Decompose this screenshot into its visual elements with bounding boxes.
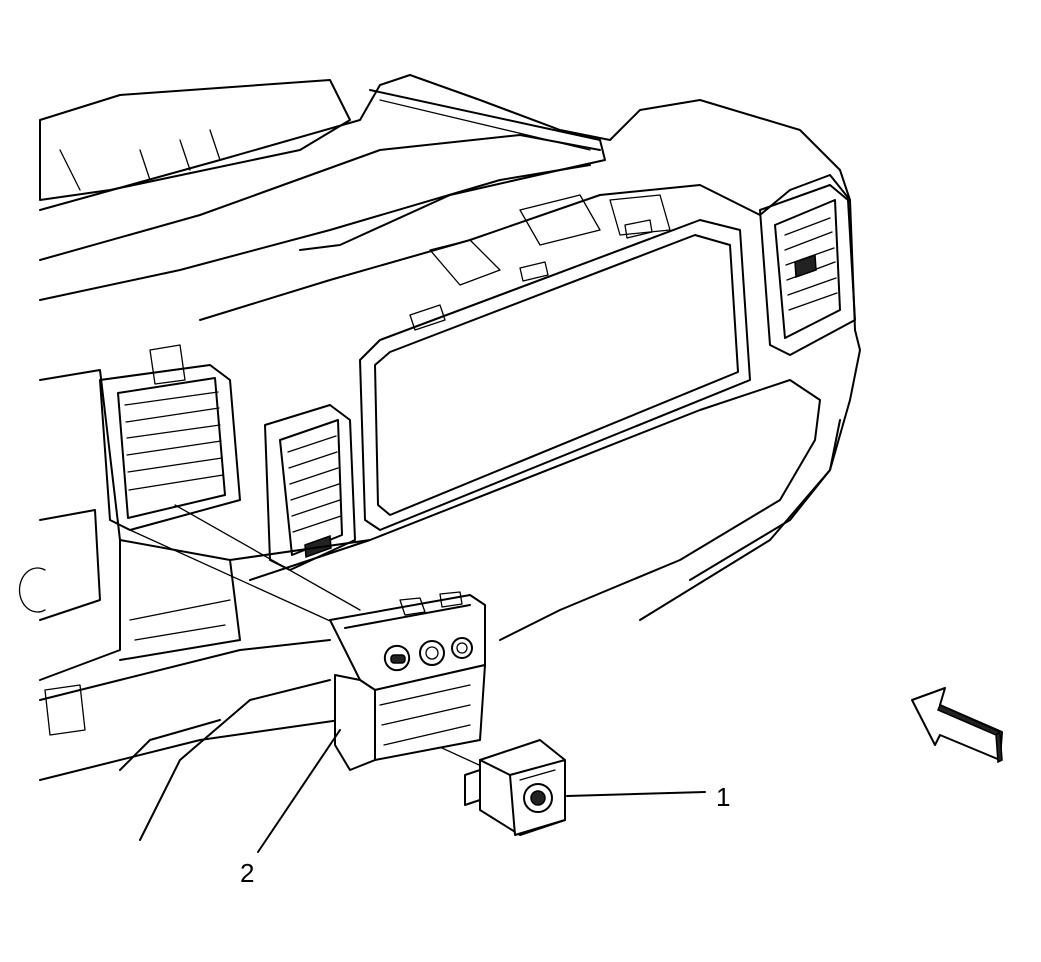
left-air-vent xyxy=(99,344,241,531)
switch-bezel xyxy=(329,591,486,771)
center-air-vent xyxy=(264,404,356,571)
callout-2-leader xyxy=(257,729,341,853)
right-air-vent xyxy=(759,184,856,356)
view-direction-arrow-icon xyxy=(911,687,1003,764)
dashboard-upper-pad xyxy=(39,74,851,301)
callout-label-2: 2 xyxy=(240,858,255,888)
callout-label-1: 1 xyxy=(716,782,731,812)
lower-left-dash xyxy=(18,369,371,841)
dashboard-center-body xyxy=(199,174,861,641)
switch-component xyxy=(464,739,566,836)
callout-1-leader xyxy=(566,791,706,797)
